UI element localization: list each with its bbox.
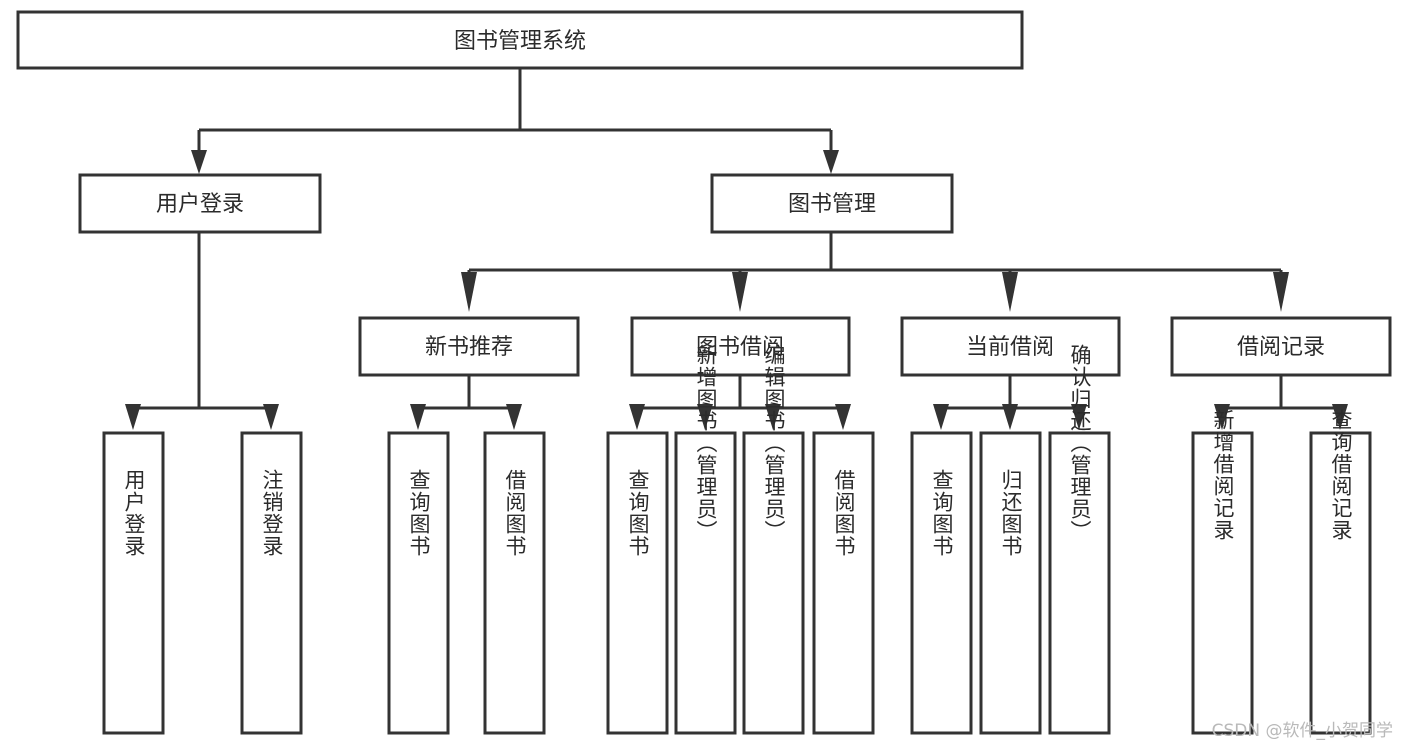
leaf-node-borrow-book-2[interactable]: 借阅图书 [812, 431, 875, 735]
arrow-head-icon [1002, 272, 1018, 312]
leaf-query-record-box[interactable] [1309, 431, 1372, 735]
leaf-node-query-book-1[interactable]: 查询图书 [387, 431, 450, 735]
leaf-borrow-book-1-box[interactable] [483, 431, 546, 735]
leaf-node-logout-login[interactable]: 注销登录 [240, 431, 303, 735]
arrow-head-icon [1332, 404, 1348, 430]
node-borrow-record-box[interactable] [1170, 316, 1392, 377]
leaf-logout-login-label: 注销登录 [260, 469, 284, 557]
leaf-borrow-book-2-label: 借阅图书 [832, 469, 856, 557]
connector-userlogin-to-leaves [125, 232, 279, 430]
node-current-borrow[interactable]: 当前借阅 [900, 316, 1121, 377]
connector-bookborrow-to-leaves [629, 375, 851, 430]
node-user-login-label: 用户登录 [156, 192, 244, 217]
connector-newbook-to-leaves [410, 375, 522, 430]
connector-root-to-level2 [191, 68, 839, 174]
leaf-add-book-box[interactable] [674, 431, 737, 735]
node-book-management-label: 图书管理 [788, 192, 876, 217]
arrow-head-icon [629, 404, 645, 430]
leaf-query-record-label: 查询借阅记录 [1329, 409, 1353, 541]
leaf-query-book-3-label: 查询图书 [930, 469, 954, 557]
node-current-borrow-label: 当前借阅 [966, 335, 1054, 360]
leaf-user-login-box[interactable] [102, 431, 165, 735]
node-book-borrow-box[interactable] [630, 316, 851, 377]
arrow-head-icon [410, 404, 426, 430]
node-new-book-recommend-label: 新书推荐 [425, 335, 513, 360]
node-book-borrow[interactable]: 图书借阅 [630, 316, 851, 377]
node-new-book-recommend-box[interactable] [358, 316, 580, 377]
node-root-box[interactable] [16, 10, 1024, 70]
arrow-head-icon [1214, 404, 1230, 430]
arrow-head-icon [697, 404, 713, 430]
leaf-node-add-record[interactable]: 新增借阅记录 [1191, 409, 1254, 735]
leaf-query-book-1-label: 查询图书 [407, 469, 431, 557]
leaf-return-book-box[interactable] [979, 431, 1042, 735]
arrow-head-icon [125, 404, 141, 430]
leaf-node-borrow-book-1[interactable]: 借阅图书 [483, 431, 546, 735]
arrow-head-icon [506, 404, 522, 430]
node-root[interactable]: 图书管理系统 [16, 10, 1024, 70]
arrow-head-icon [732, 272, 748, 312]
leaf-confirm-return-label: 确认归还（管理员） [1068, 344, 1092, 542]
node-root-label: 图书管理系统 [454, 29, 586, 54]
arrow-head-icon [933, 404, 949, 430]
leaf-add-record-box[interactable] [1191, 431, 1254, 735]
arrow-head-icon [1273, 272, 1289, 312]
node-new-book-recommend[interactable]: 新书推荐 [358, 316, 580, 377]
arrow-head-icon [191, 150, 207, 174]
leaf-logout-login-box[interactable] [240, 431, 303, 735]
leaf-node-user-login[interactable]: 用户登录 [102, 431, 165, 735]
leaf-query-book-2-box[interactable] [606, 431, 669, 735]
leaf-node-query-book-3[interactable]: 查询图书 [910, 431, 973, 735]
connector-borrowrecord-to-leaves [1214, 375, 1348, 430]
connector-currentborrow-to-leaves [933, 375, 1087, 430]
node-book-borrow-label: 图书借阅 [696, 335, 784, 360]
arrow-head-icon [765, 404, 781, 430]
leaf-node-query-book-2[interactable]: 查询图书 [606, 431, 669, 735]
leaf-return-book-label: 归还图书 [999, 469, 1023, 557]
leaf-query-book-2-label: 查询图书 [626, 469, 650, 557]
arrow-head-icon [823, 150, 839, 174]
leaf-node-confirm-return[interactable]: 确认归还（管理员） [1048, 344, 1111, 735]
arrow-head-icon [835, 404, 851, 430]
leaf-edit-book-label: 编辑图书（管理员） [762, 344, 786, 542]
leaf-borrow-book-2-box[interactable] [812, 431, 875, 735]
node-borrow-record[interactable]: 借阅记录 [1170, 316, 1392, 377]
leaf-node-query-record[interactable]: 查询借阅记录 [1309, 409, 1372, 735]
node-book-management-box[interactable] [710, 173, 954, 234]
node-user-login-box[interactable] [78, 173, 322, 234]
leaf-add-record-label: 新增借阅记录 [1211, 409, 1235, 541]
leaf-confirm-return-box[interactable] [1048, 431, 1111, 735]
leaf-node-edit-book[interactable]: 编辑图书（管理员） [742, 344, 805, 735]
node-book-management[interactable]: 图书管理 [710, 173, 954, 234]
node-current-borrow-box[interactable] [900, 316, 1121, 377]
leaf-node-return-book[interactable]: 归还图书 [979, 431, 1042, 735]
leaf-query-book-3-box[interactable] [910, 431, 973, 735]
leaf-add-book-label: 新增图书（管理员） [694, 344, 718, 542]
node-user-login[interactable]: 用户登录 [78, 173, 322, 234]
arrow-head-icon [461, 272, 477, 312]
arrow-head-icon [263, 404, 279, 430]
connector-bookmgmt-to-level3 [461, 232, 1289, 312]
node-borrow-record-label: 借阅记录 [1237, 335, 1325, 360]
leaf-query-book-1-box[interactable] [387, 431, 450, 735]
leaf-edit-book-box[interactable] [742, 431, 805, 735]
leaf-user-login-label: 用户登录 [122, 469, 146, 557]
leaf-node-add-book[interactable]: 新增图书（管理员） [674, 344, 737, 735]
arrow-head-icon [1002, 404, 1018, 430]
arrow-head-icon [1071, 404, 1087, 430]
leaf-borrow-book-1-label: 借阅图书 [503, 469, 527, 557]
